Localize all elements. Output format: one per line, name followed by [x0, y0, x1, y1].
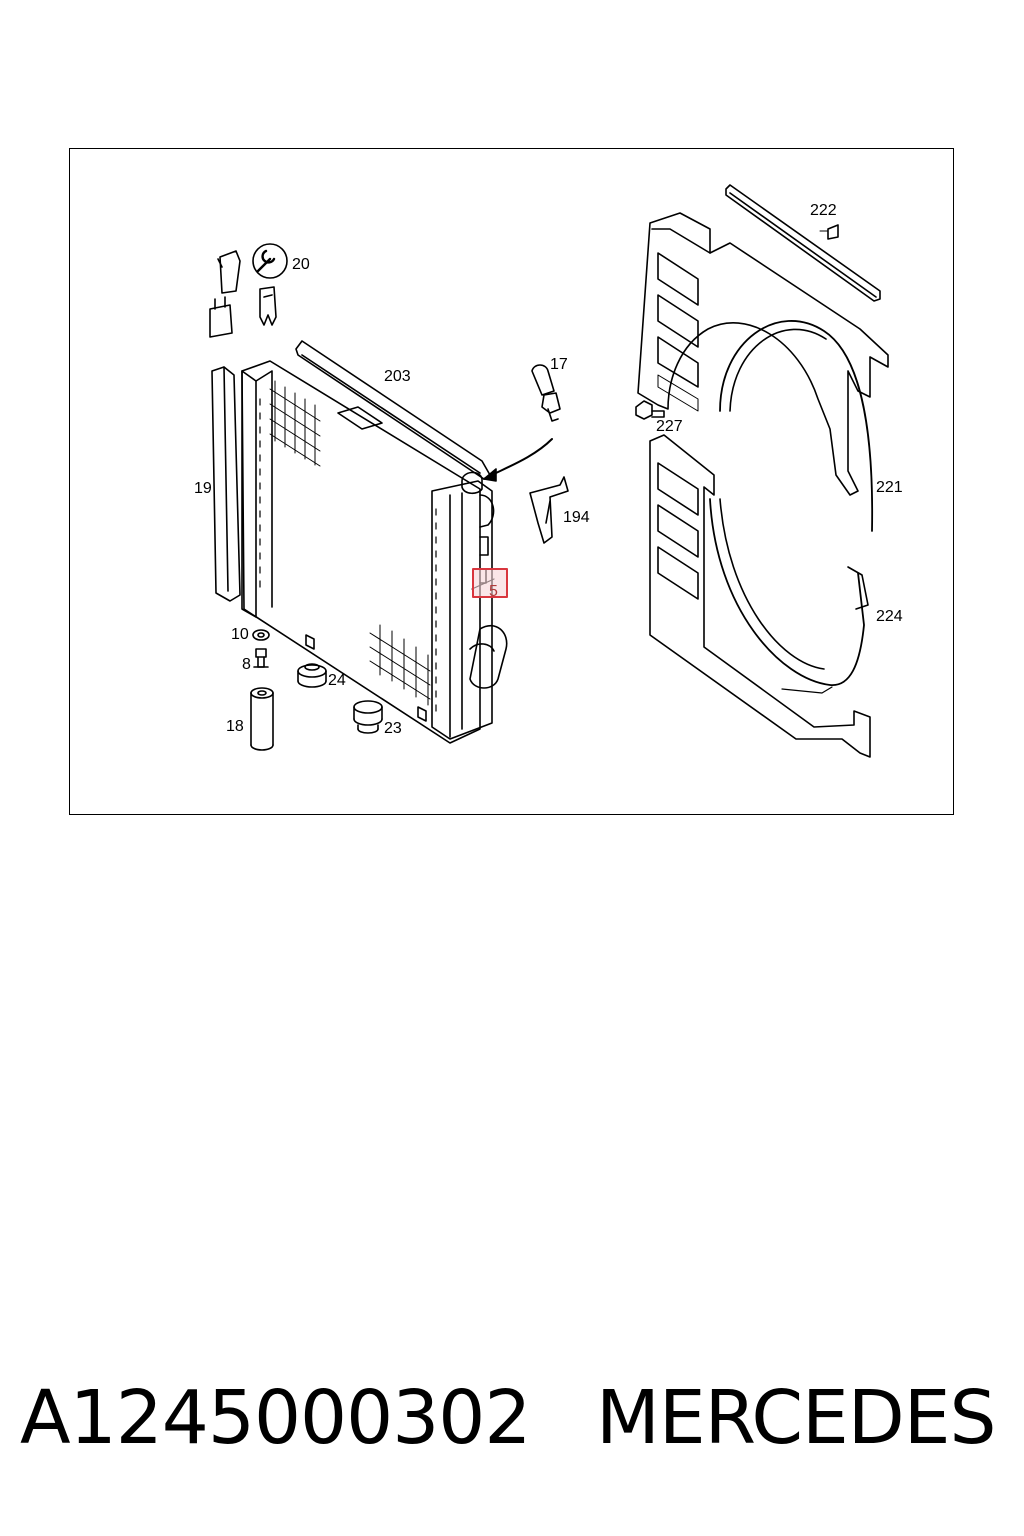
- callout-203[interactable]: 203: [384, 368, 411, 385]
- top-rail-203: [295, 340, 491, 480]
- radiator-5: [241, 360, 508, 744]
- exploded-parts-diagram: 20 203 17 19 194 5 10 8 24 18 23 222 227…: [194, 184, 903, 758]
- callout-20[interactable]: 20: [292, 256, 310, 273]
- highlight-box: [472, 568, 508, 598]
- callout-23[interactable]: 23: [384, 720, 402, 737]
- callout-18[interactable]: 18: [226, 718, 244, 735]
- clip-part-20: [209, 250, 277, 338]
- rubber-mount-24: [297, 663, 327, 688]
- bracket-194: [529, 476, 569, 544]
- callout-19[interactable]: 19: [194, 480, 212, 497]
- bolt-227: [635, 400, 665, 420]
- bolt-8: [253, 648, 269, 668]
- callout-221[interactable]: 221: [876, 479, 903, 496]
- callout-17[interactable]: 17: [550, 356, 568, 373]
- assembly-arrow: [483, 438, 553, 482]
- parts-diagram-frame: 20 203 17 19 194 5 10 8 24 18 23 222 227…: [69, 148, 954, 815]
- washer-10: [252, 629, 270, 641]
- callout-8[interactable]: 8: [242, 656, 251, 673]
- brand-name: MERCEDES: [596, 1375, 996, 1461]
- callout-10[interactable]: 10: [231, 626, 249, 643]
- callout-194[interactable]: 194: [563, 509, 590, 526]
- wrench-icon: [252, 243, 288, 279]
- seal-strip-222: [725, 184, 881, 302]
- callout-24[interactable]: 24: [328, 672, 346, 689]
- part-number: A1245000302: [20, 1375, 531, 1461]
- fan-shroud-lower-224: [649, 434, 871, 758]
- grommet-23: [353, 700, 383, 734]
- bleed-valve-17: [531, 364, 561, 422]
- callout-227[interactable]: 227: [656, 418, 683, 435]
- callout-5[interactable]: 5: [489, 583, 498, 600]
- fan-shroud-upper-221: [637, 212, 889, 532]
- callout-224[interactable]: 224: [876, 608, 903, 625]
- seal-strip-19: [211, 366, 241, 602]
- callout-222[interactable]: 222: [810, 202, 837, 219]
- sleeve-18: [250, 687, 274, 751]
